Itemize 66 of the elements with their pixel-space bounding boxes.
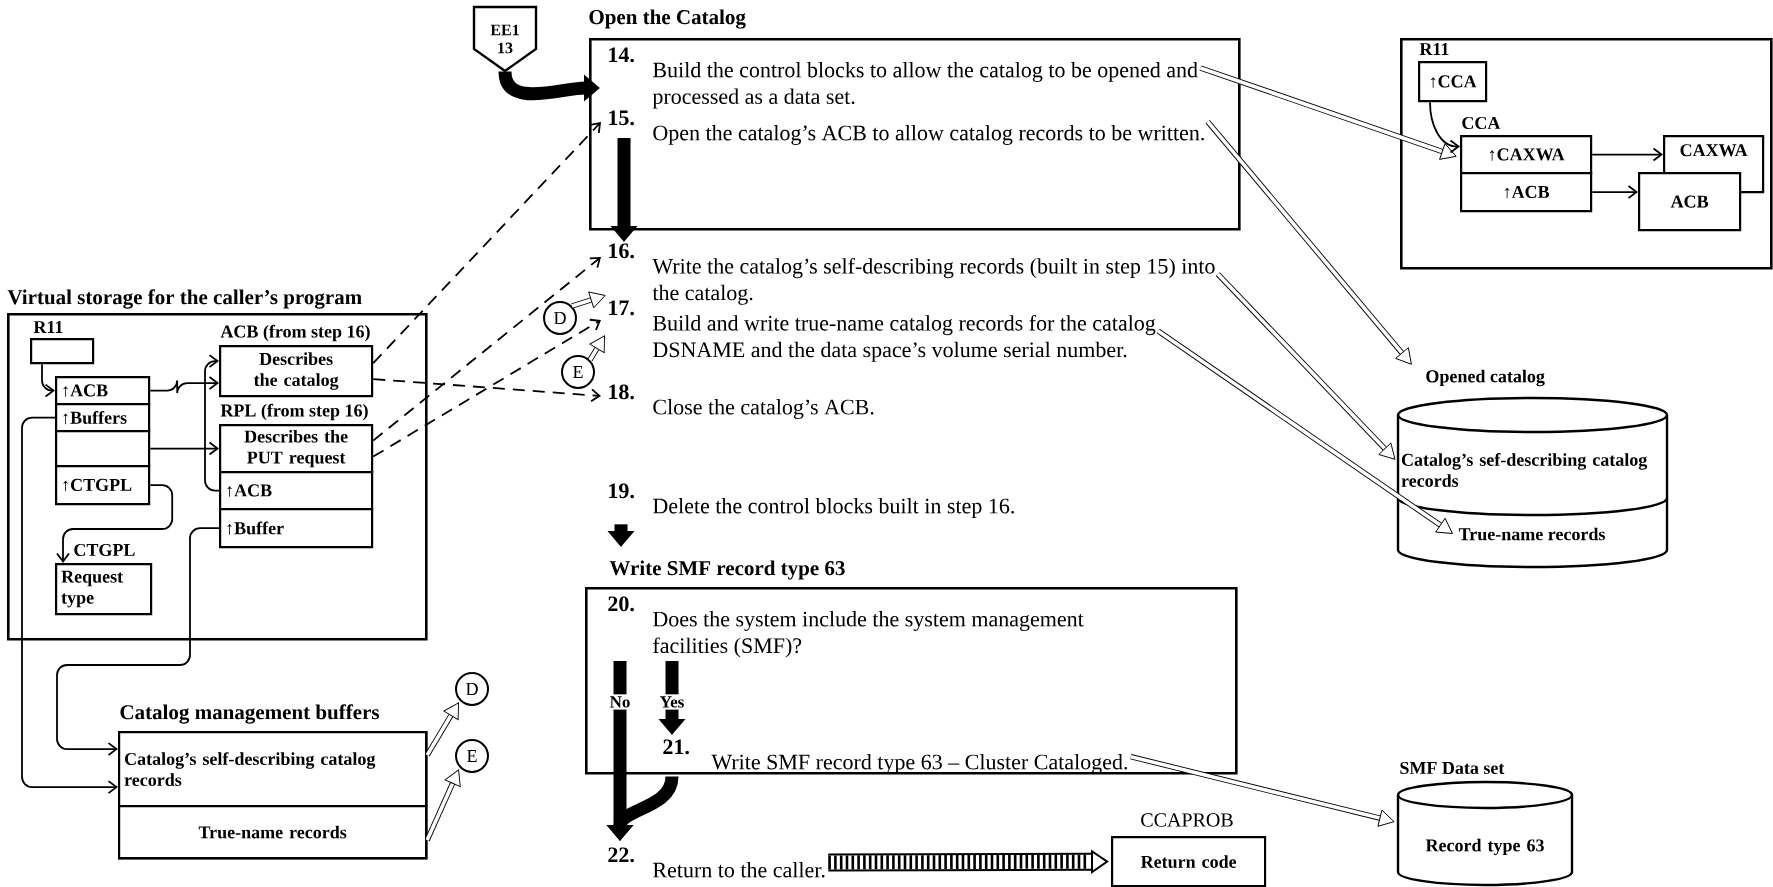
field-box: ↑CTGPL xyxy=(55,465,151,506)
arrow xyxy=(1215,272,1396,460)
node-label: Record type 63 xyxy=(1425,838,1544,856)
field-box xyxy=(55,430,151,468)
arrow xyxy=(149,441,219,456)
field-box: ↑ACB xyxy=(55,376,151,406)
arrow xyxy=(372,378,601,403)
arrow xyxy=(372,257,601,442)
field-box: ↑CAXWA xyxy=(1460,135,1593,175)
step-text: 19. Delete the control blocks built in step 16. xyxy=(609,483,1014,518)
field-box: Catalog’s self-describing catalog records xyxy=(118,731,428,808)
node-label: Virtual storage for the caller’s program xyxy=(7,289,362,309)
step-text: 20. Does the system include the system management facilities (SMF)? xyxy=(608,596,1084,658)
box-label: CCAPROB xyxy=(1141,813,1233,827)
edge-label: Yes xyxy=(657,694,687,710)
node-label: Opened catalog xyxy=(1426,369,1545,387)
arrow xyxy=(21,416,118,794)
field-box: Return code xyxy=(1111,836,1267,887)
box-label: ACB (from step 16) xyxy=(220,324,370,342)
node-label: SMF Data set xyxy=(1400,761,1505,775)
arrow xyxy=(204,354,220,492)
arrow xyxy=(1591,185,1638,199)
field-box: ↑CCA xyxy=(1418,61,1488,103)
arrow xyxy=(149,376,219,394)
arrow xyxy=(56,484,174,563)
node-label: Catalog management buffers xyxy=(120,704,380,724)
step-text: 15. Open the catalog’s ACB to allow catalog records to be written. xyxy=(609,110,1204,145)
box-label: CCA xyxy=(1462,116,1501,130)
node-label: Write SMF record type 63 xyxy=(609,560,845,580)
arrow xyxy=(41,363,55,398)
arrow xyxy=(1130,754,1395,827)
record-section: True-name records xyxy=(1458,527,1605,541)
field-box: Request type xyxy=(55,563,153,616)
box-label: RPL (from step 16) xyxy=(220,403,368,421)
arrow xyxy=(56,527,220,756)
field-box: ↑Buffer xyxy=(219,508,374,549)
arrow xyxy=(372,318,601,458)
field-box: ↑Buffers xyxy=(55,403,151,433)
cylinder: SMF Data set Record type 63 xyxy=(1396,761,1574,887)
field-box: ↑ACB xyxy=(1460,172,1593,213)
arrow xyxy=(1199,65,1457,160)
arrow xyxy=(1205,119,1412,365)
step-text: 14. Build the control blocks to allow the catalog to be opened and processed as a data set. xyxy=(609,47,1198,109)
field-box: True-name records xyxy=(118,805,428,860)
edge-label: No xyxy=(607,694,633,710)
arrow xyxy=(1591,147,1663,162)
arrow xyxy=(1429,101,1460,154)
arrow xyxy=(571,291,606,309)
field-box: ACB xyxy=(1638,172,1742,232)
field-box: ↑ACB xyxy=(219,471,374,511)
offpage-connector: EE1 13 xyxy=(472,5,538,73)
step-text: 22. Return to the caller. xyxy=(608,847,825,878)
process-box xyxy=(1400,38,1773,270)
box-label: R11 xyxy=(1419,43,1449,55)
arrow xyxy=(424,769,461,842)
box-label: R11 xyxy=(33,321,63,333)
field-box: Describes the PUT request xyxy=(219,424,374,474)
record-section: Catalog’s sef-describing catalog records xyxy=(1401,453,1648,487)
step-text: 18. Close the catalog’s ACB. xyxy=(609,384,874,420)
arrow xyxy=(424,702,459,757)
node-label: Open the Catalog xyxy=(589,9,746,29)
arrow xyxy=(1156,328,1453,534)
arrow xyxy=(372,122,601,364)
arrow xyxy=(587,335,605,362)
box-label: CTGPL xyxy=(74,543,135,557)
field-box: Describes the catalog xyxy=(219,345,374,398)
